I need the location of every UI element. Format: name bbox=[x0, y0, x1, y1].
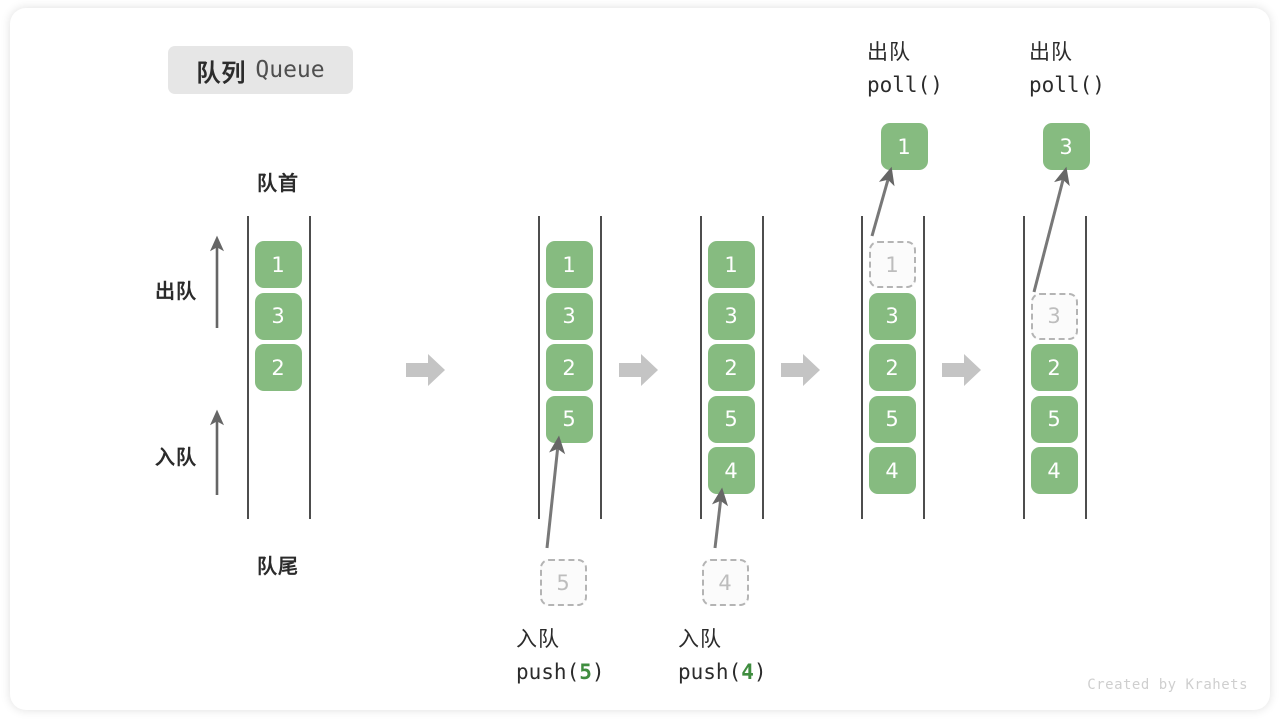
push-fn-suffix: ) bbox=[591, 660, 605, 684]
push-fn-prefix: push( bbox=[516, 660, 580, 684]
poll-label: 出队 poll() bbox=[867, 36, 943, 102]
queue-cell: 5 bbox=[868, 395, 916, 443]
title-badge: 队列 Queue bbox=[168, 46, 353, 94]
label-front: 队首 bbox=[257, 171, 299, 195]
queue-rail-right bbox=[923, 216, 925, 519]
poll-label-cn: 出队 bbox=[867, 40, 911, 64]
queue-cell: 2 bbox=[1030, 344, 1078, 391]
queue-cell: 4 bbox=[1030, 447, 1078, 494]
label-rear: 队尾 bbox=[257, 554, 299, 578]
watermark: Created by Krahets bbox=[1087, 677, 1248, 693]
queue-rail-left bbox=[861, 216, 863, 519]
queue-cell: 4 bbox=[707, 447, 755, 494]
popped-element-1: 1 bbox=[880, 123, 928, 170]
label-enqueue-direction: 入队 bbox=[155, 445, 197, 469]
push-label-cn: 入队 bbox=[516, 627, 560, 651]
queue-rail-left bbox=[538, 216, 540, 519]
incoming-element-5: 5 bbox=[539, 559, 587, 606]
queue-cell: 4 bbox=[868, 447, 916, 494]
queue-rail-left bbox=[1023, 216, 1025, 519]
queue-cell: 5 bbox=[707, 395, 755, 443]
queue-cell-ghost-1: 1 bbox=[868, 241, 916, 288]
queue-cell: 2 bbox=[868, 344, 916, 391]
poll-label-fn: poll() bbox=[867, 73, 943, 97]
title-cn: 队列 bbox=[196, 58, 247, 87]
push-fn-value: 4 bbox=[741, 660, 754, 684]
poll-label: 出队 poll() bbox=[1029, 36, 1105, 102]
push-fn-prefix: push( bbox=[678, 660, 742, 684]
push-fn-suffix: ) bbox=[753, 660, 767, 684]
queue-cell: 2 bbox=[707, 344, 755, 391]
label-dequeue-direction: 出队 bbox=[155, 279, 197, 303]
queue-cell: 3 bbox=[254, 292, 302, 340]
queue-rail-right bbox=[600, 216, 602, 519]
title-en: Queue bbox=[255, 57, 325, 83]
poll-arrow-3 bbox=[1032, 166, 1070, 293]
flow-arrow-3 bbox=[781, 352, 821, 388]
push-arrow-5 bbox=[545, 435, 566, 549]
flow-arrow-4 bbox=[942, 352, 982, 388]
queue-cell: 3 bbox=[545, 292, 593, 340]
queue-rail-right bbox=[309, 216, 311, 519]
queue-cell: 5 bbox=[545, 395, 593, 443]
queue-cell: 1 bbox=[707, 241, 755, 288]
incoming-element-4: 4 bbox=[701, 559, 749, 606]
queue-rail-left bbox=[247, 216, 249, 519]
queue-rail-right bbox=[1085, 216, 1087, 519]
push-label-fn: push(5) bbox=[516, 656, 605, 689]
push-label-fn: push(4) bbox=[678, 656, 767, 689]
queue-rail-left bbox=[700, 216, 702, 519]
flow-arrow-1 bbox=[406, 352, 446, 388]
push-fn-value: 5 bbox=[579, 660, 592, 684]
queue-cell: 2 bbox=[254, 344, 302, 391]
queue-rail-right bbox=[762, 216, 764, 519]
poll-label-fn: poll() bbox=[1029, 73, 1105, 97]
push-arrow-4 bbox=[711, 487, 729, 549]
push-label-cn: 入队 bbox=[678, 627, 722, 651]
queue-cell: 3 bbox=[707, 292, 755, 340]
poll-label-cn: 出队 bbox=[1029, 40, 1073, 64]
queue-cell-ghost-3: 3 bbox=[1030, 292, 1078, 340]
poll-arrow-1 bbox=[870, 166, 895, 237]
queue-cell: 1 bbox=[545, 241, 593, 288]
queue-cell: 3 bbox=[868, 292, 916, 340]
popped-element-3: 3 bbox=[1042, 123, 1090, 170]
push-label: 入队 push(4) bbox=[678, 623, 767, 689]
queue-cell: 5 bbox=[1030, 395, 1078, 443]
queue-cell: 1 bbox=[254, 241, 302, 288]
queue-cell: 2 bbox=[545, 344, 593, 391]
push-label: 入队 push(5) bbox=[516, 623, 605, 689]
flow-arrow-2 bbox=[619, 352, 659, 388]
